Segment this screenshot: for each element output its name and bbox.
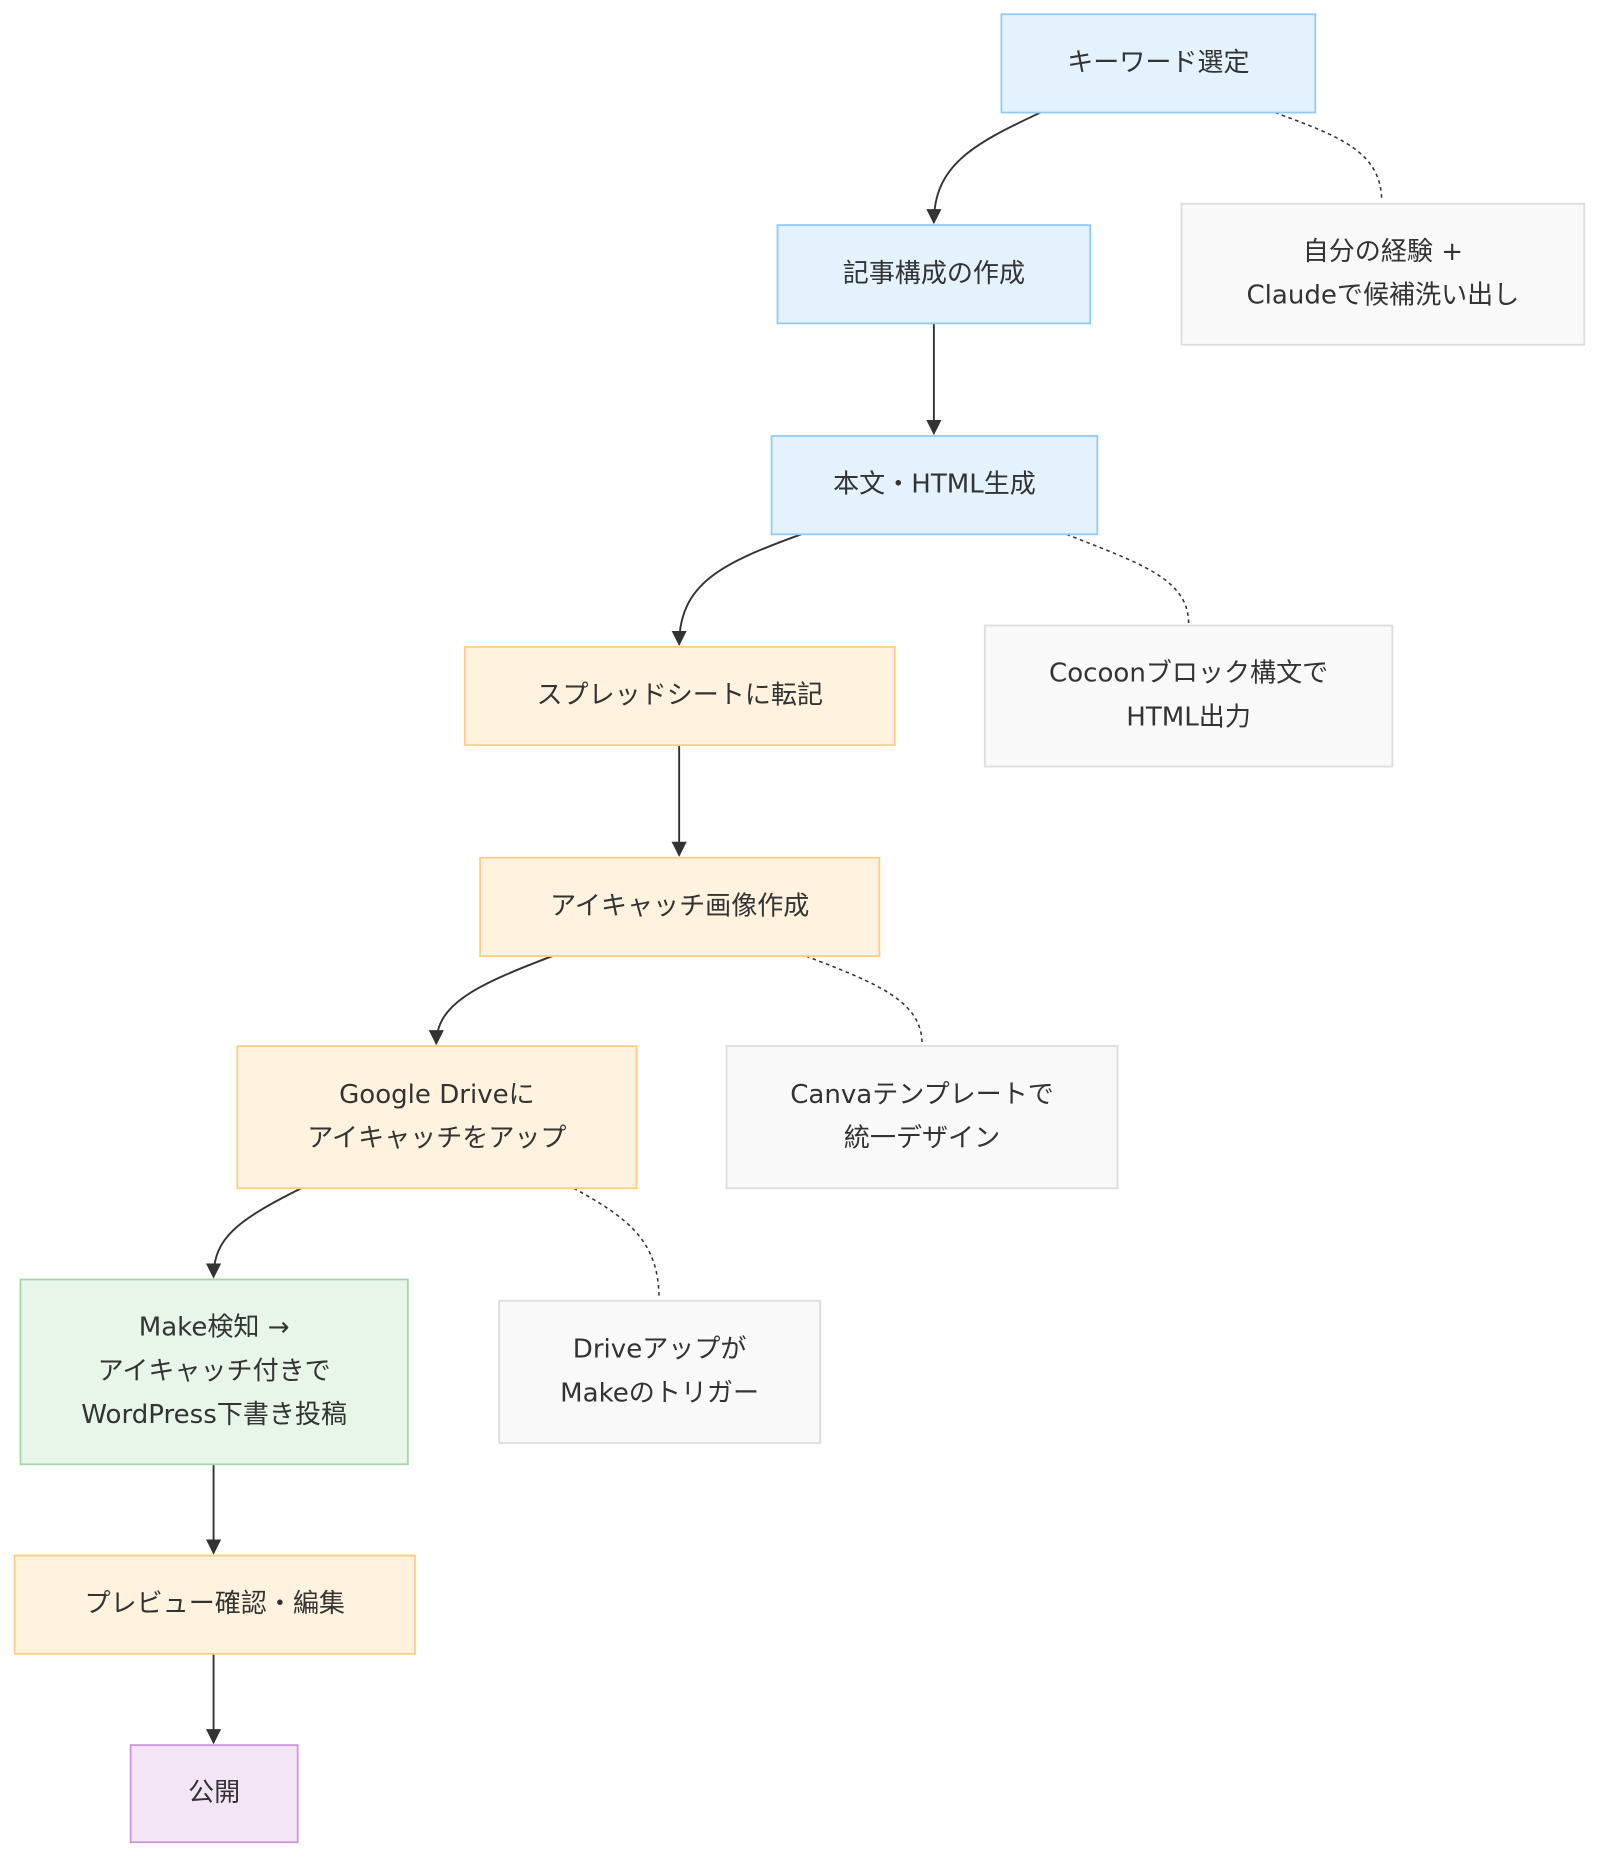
edge-drive-make bbox=[205, 1187, 302, 1279]
node-label: キーワード選定 bbox=[1067, 48, 1249, 78]
node-label: Cocoonブロック構文で bbox=[1049, 659, 1328, 689]
node-label: Driveアップが bbox=[573, 1334, 747, 1364]
node-label: 統一デザイン bbox=[844, 1124, 1000, 1154]
node-sheet: スプレッドシートに転記 bbox=[463, 645, 896, 747]
node-box bbox=[1000, 13, 1317, 114]
node-label: 本文・HTML生成 bbox=[833, 470, 1036, 500]
node-box bbox=[770, 435, 1099, 536]
node-box bbox=[983, 624, 1394, 768]
node-make: Make検知 → アイキャッチ付きで WordPress下書き投稿 bbox=[19, 1278, 409, 1466]
node-preview: プレビュー確認・編集 bbox=[13, 1554, 416, 1655]
edge-body-note2 bbox=[1066, 533, 1190, 624]
node-label: アイキャッチ付きで bbox=[98, 1356, 331, 1386]
node-label: 自分の経験 + bbox=[1303, 237, 1463, 267]
node-box bbox=[236, 1045, 638, 1190]
node-box bbox=[776, 224, 1092, 325]
note-n2: Cocoonブロック構文で HTML出力 bbox=[983, 624, 1394, 768]
node-box bbox=[13, 1554, 416, 1655]
edge-body-sheet bbox=[671, 533, 802, 647]
edge-keyword-structure bbox=[926, 111, 1041, 225]
note-n1: 自分の経験 + Claudeで候補洗い出し bbox=[1180, 202, 1586, 346]
node-label: Google Driveに bbox=[339, 1080, 535, 1110]
node-label: Canvaテンプレートで bbox=[790, 1080, 1054, 1110]
node-label: WordPress下書き投稿 bbox=[81, 1400, 347, 1430]
node-label: HTML出力 bbox=[1126, 702, 1251, 732]
node-label: アイキャッチをアップ bbox=[307, 1124, 566, 1154]
node-keyword: キーワード選定 bbox=[1000, 13, 1317, 114]
edge-eyecatch-drive bbox=[428, 955, 553, 1046]
node-structure: 記事構成の作成 bbox=[776, 224, 1092, 325]
node-label: 記事構成の作成 bbox=[843, 259, 1025, 289]
node-body-html: 本文・HTML生成 bbox=[770, 435, 1099, 536]
node-label: アイキャッチ画像作成 bbox=[550, 891, 809, 921]
node-box bbox=[129, 1744, 299, 1844]
note-n4: Driveアップが Makeのトリガー bbox=[498, 1299, 822, 1444]
node-label: Make検知 → bbox=[139, 1313, 290, 1343]
node-label: 公開 bbox=[188, 1778, 240, 1808]
edge-eyecatch-note3 bbox=[805, 955, 923, 1044]
node-box bbox=[1180, 202, 1586, 346]
node-publish: 公開 bbox=[129, 1744, 299, 1844]
node-label: スプレッドシートに転記 bbox=[536, 681, 823, 711]
node-box bbox=[463, 645, 896, 747]
node-label: Makeのトリガー bbox=[560, 1378, 759, 1408]
node-box bbox=[479, 856, 881, 957]
edge-keyword-note1 bbox=[1274, 111, 1383, 202]
node-eyecatch: アイキャッチ画像作成 bbox=[479, 856, 881, 957]
node-box bbox=[498, 1299, 822, 1444]
node-label: プレビュー確認・編集 bbox=[85, 1589, 345, 1619]
node-box bbox=[19, 1278, 409, 1466]
edge-drive-note4 bbox=[573, 1187, 660, 1299]
node-box bbox=[725, 1045, 1119, 1190]
node-label: Claudeで候補洗い出し bbox=[1246, 281, 1519, 311]
